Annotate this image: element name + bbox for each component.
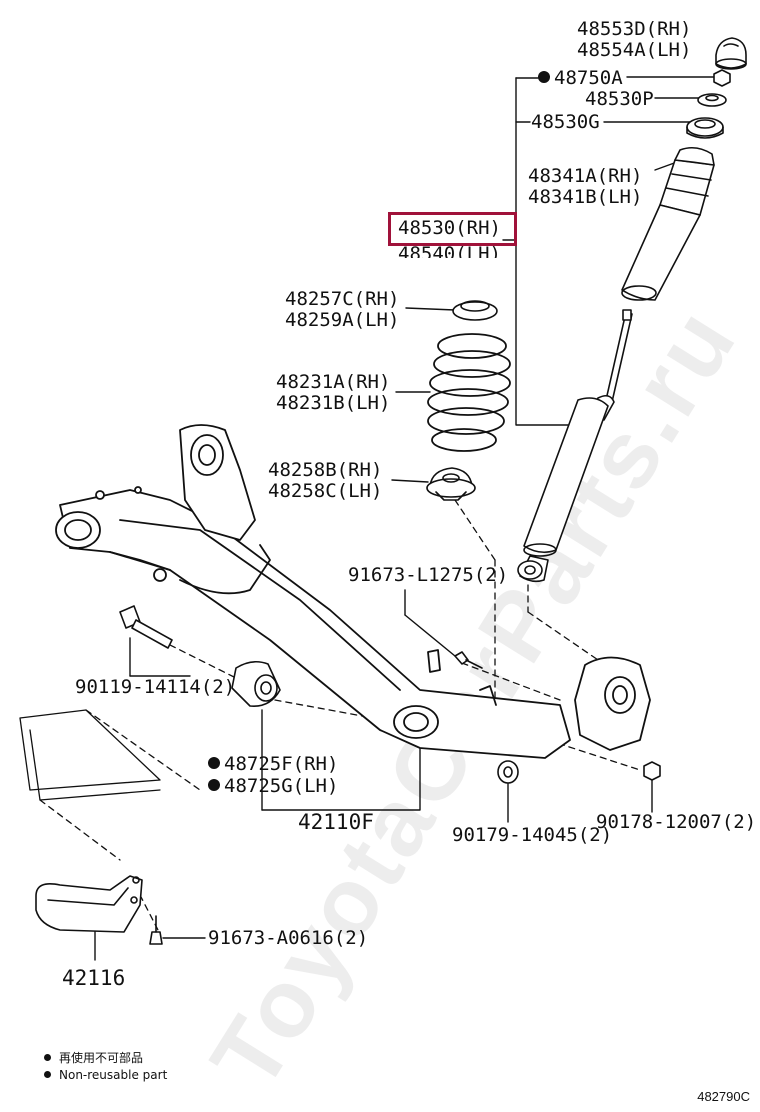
bolt-l1275 xyxy=(454,651,483,669)
label-boot-rh[interactable]: 48341A(RH) xyxy=(528,165,643,187)
highlight-box xyxy=(388,212,517,246)
rear-axle-beam xyxy=(55,424,651,759)
bolt-a0616 xyxy=(149,915,163,945)
label-insulator-lower-lh[interactable]: 48258C(LH) xyxy=(268,480,383,502)
legend-dot xyxy=(44,1054,51,1061)
label-seat-g[interactable]: 48530G xyxy=(531,111,600,133)
lower-insulator xyxy=(426,467,476,501)
nut-14045 xyxy=(497,760,519,784)
bolt-14114 xyxy=(119,605,173,649)
label-spring-lh[interactable]: 48231B(LH) xyxy=(276,392,391,414)
label-bolt-l1275[interactable]: 91673-L1275(2) xyxy=(348,564,509,586)
label-nut-text[interactable]: 48750A xyxy=(554,67,623,89)
label-insulator-upper-lh[interactable]: 48259A(LH) xyxy=(285,309,400,331)
non-reusable-dot xyxy=(538,71,550,83)
label-boot-lh[interactable]: 48341B(LH) xyxy=(528,186,643,208)
non-reusable-dot xyxy=(208,757,220,769)
label-guard[interactable]: 42116 xyxy=(62,966,126,990)
seat-48530p xyxy=(697,93,727,107)
legend-dot xyxy=(44,1071,51,1078)
label-bushing-rh[interactable]: 48725F(RH) xyxy=(208,754,338,775)
nut-12007 xyxy=(643,761,661,781)
legend-jp-text: 再使用不可部品 xyxy=(59,1051,144,1065)
leader-lines xyxy=(94,76,717,961)
label-insulator-lower-rh[interactable]: 48258B(RH) xyxy=(268,459,383,481)
coil-spring xyxy=(427,333,511,452)
under-panel xyxy=(19,709,201,861)
legend-en-text: Non-reusable part xyxy=(59,1068,168,1082)
label-nut-48750a[interactable]: 48750A xyxy=(538,68,623,89)
label-insulator-upper-rh[interactable]: 48257C(RH) xyxy=(285,288,400,310)
non-reusable-dot xyxy=(208,779,220,791)
shock-absorber xyxy=(517,309,633,583)
label-upper-mount-lh[interactable]: 48554A(LH) xyxy=(577,39,692,61)
label-absorber-rh[interactable]: 48530(RH) xyxy=(398,217,501,239)
label-beam[interactable]: 42110F xyxy=(298,810,374,834)
nut-48750a xyxy=(713,69,731,87)
label-nut-12007[interactable]: 90178-12007(2) xyxy=(596,811,757,833)
label-seat-p[interactable]: 48530P xyxy=(585,88,654,110)
label-bushing-lh-text[interactable]: 48725G(LH) xyxy=(224,775,339,797)
legend-en: Non-reusable part xyxy=(44,1068,167,1082)
label-bolt-14114[interactable]: 90119-14114(2) xyxy=(75,676,236,698)
bushing xyxy=(231,660,281,707)
label-spring-rh[interactable]: 48231A(RH) xyxy=(276,371,391,393)
label-bolt-a0616[interactable]: 91673-A0616(2) xyxy=(208,927,369,949)
label-absorber-lh[interactable]: 48540(LH) xyxy=(398,244,501,258)
upper-mount-cap xyxy=(715,37,747,70)
legend-jp: 再使用不可部品 xyxy=(44,1049,143,1066)
mud-guard xyxy=(35,875,143,933)
dust-boot xyxy=(621,146,715,301)
label-bushing-lh[interactable]: 48725G(LH) xyxy=(208,776,338,797)
label-nut-14045[interactable]: 90179-14045(2) xyxy=(452,824,613,846)
diagram-reference: 482790C xyxy=(697,1089,750,1104)
upper-insulator xyxy=(452,300,498,321)
seat-48530g xyxy=(686,117,724,139)
label-bushing-rh-text[interactable]: 48725F(RH) xyxy=(224,753,339,775)
label-upper-mount-rh[interactable]: 48553D(RH) xyxy=(577,18,692,40)
